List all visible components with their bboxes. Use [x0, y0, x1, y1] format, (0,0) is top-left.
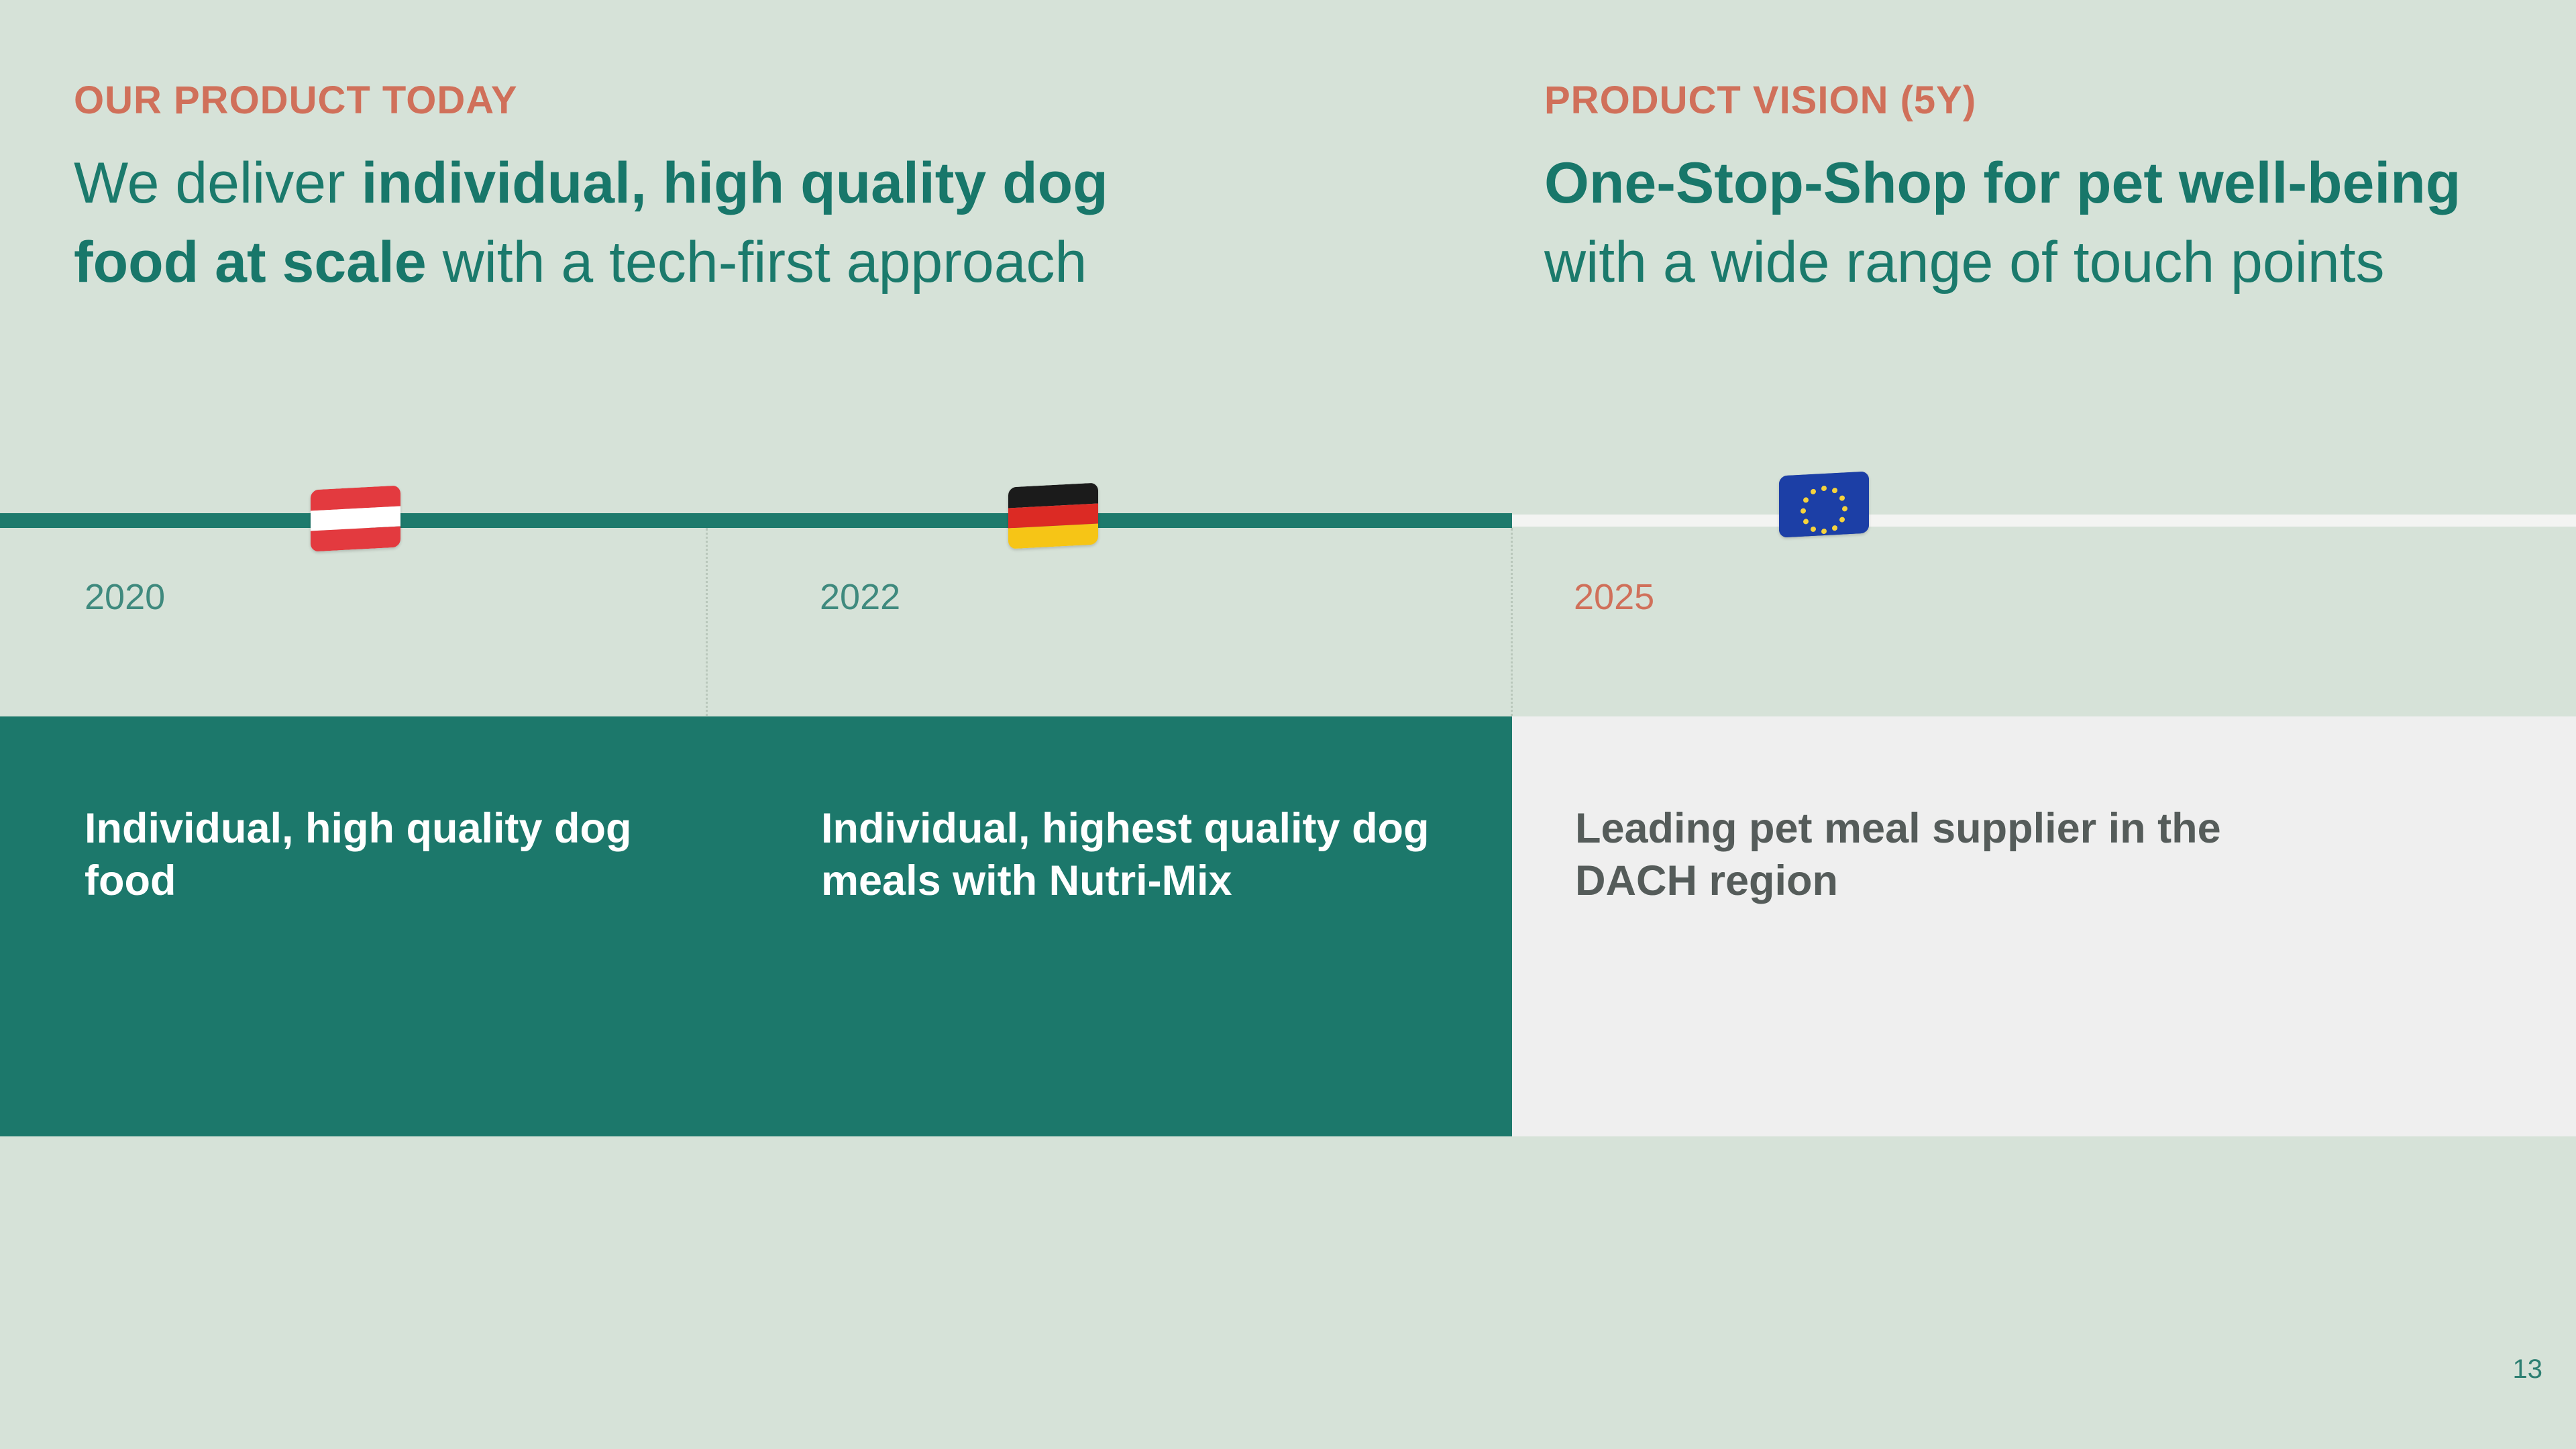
page-number: 13 — [2512, 1354, 2543, 1384]
headline-emphasis: individual, high quality dog — [361, 151, 1108, 215]
current-product-eyebrow: OUR PRODUCT TODAY — [74, 78, 518, 122]
headline-emphasis: food at scale — [74, 230, 427, 294]
milestone-description: Individual, high quality dog food — [85, 805, 632, 904]
timeline-progress-bar — [0, 513, 1512, 528]
eu-flag-icon — [1779, 471, 1869, 538]
timeline-year-label: 2022 — [820, 577, 901, 617]
headline-emphasis: One-Stop-Shop for pet well-being — [1544, 151, 2461, 215]
timeline-year-label: 2025 — [1574, 577, 1655, 617]
current-product-headline: We deliver individual, high quality dog f… — [74, 144, 1415, 302]
timeline-year-label: 2020 — [85, 577, 166, 617]
timeline-future-bar — [1512, 515, 2576, 527]
austria-flag-icon — [311, 485, 400, 552]
product-vision-section: PRODUCT VISION (5Y) One-Stop-Shop for pe… — [1544, 74, 2551, 302]
headline-text: We deliver — [74, 151, 362, 215]
planned-milestone-panel — [1512, 716, 2576, 1136]
current-product-section: OUR PRODUCT TODAY We deliver individual,… — [74, 74, 1415, 302]
headline-text: with a wide range of touch points — [1544, 230, 2385, 294]
milestone-description: Individual, highest quality dog meals wi… — [821, 805, 1430, 904]
germany-flag-icon — [1008, 482, 1098, 549]
headline-text: with a tech-first approach — [426, 230, 1087, 294]
product-vision-eyebrow: PRODUCT VISION (5Y) — [1544, 78, 1977, 122]
product-vision-headline: One-Stop-Shop for pet well-being with a w… — [1544, 144, 2551, 302]
achieved-milestones-panel — [0, 716, 1512, 1136]
milestone-description: Leading pet meal supplier in the DACH re… — [1575, 805, 2221, 904]
